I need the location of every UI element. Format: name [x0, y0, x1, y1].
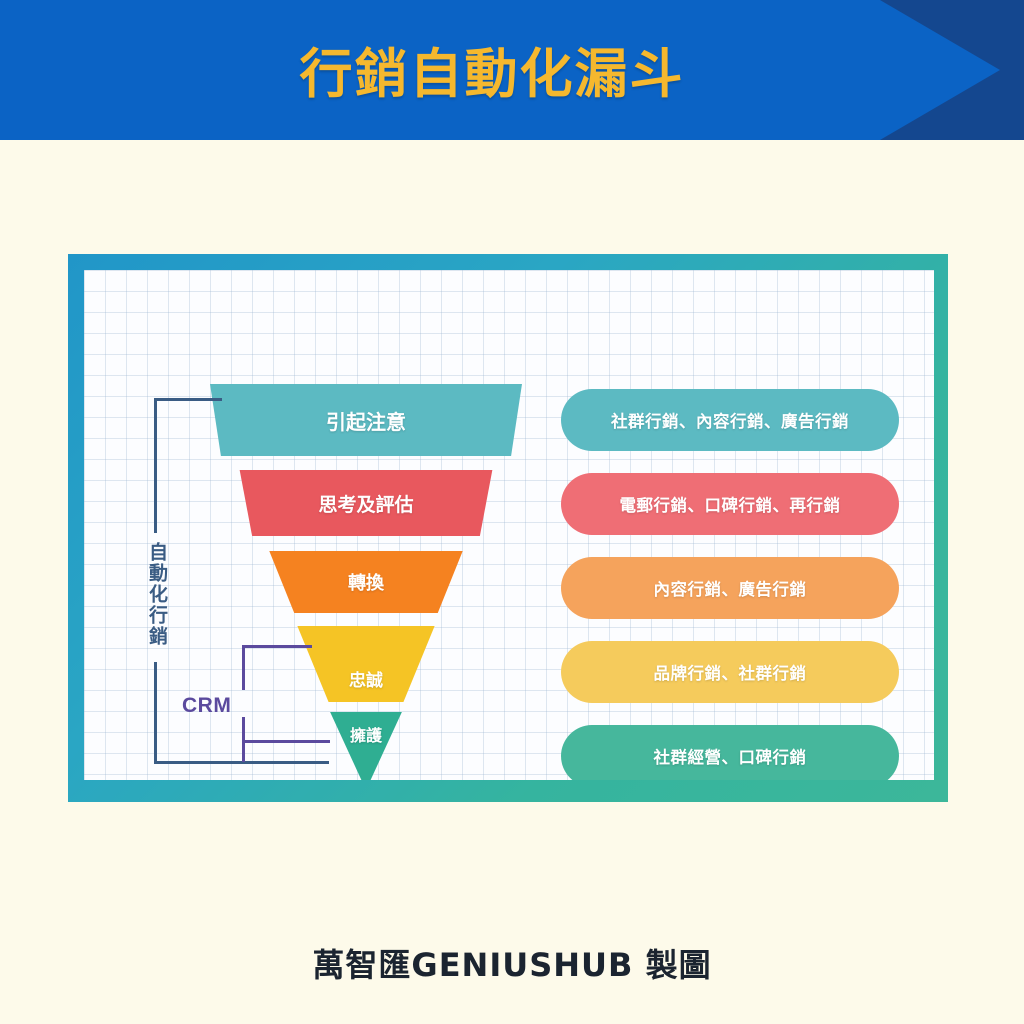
channel-pill-consideration[interactable]: 電郵行銷、口碑行銷、再行銷	[561, 473, 899, 535]
marketing-funnel: 引起注意 思考及評估 轉換 忠誠 擁護	[84, 270, 934, 780]
funnel-stage-advocacy[interactable]: 擁護	[210, 712, 522, 780]
automation-bracket-top-arm	[154, 398, 222, 401]
crm-bracket-top-arm	[242, 645, 312, 648]
funnel-stage-label: 思考及評估	[318, 493, 414, 516]
funnel-stage-label: 引起注意	[326, 409, 406, 434]
funnel-stage-conversion[interactable]: 轉換	[210, 551, 522, 613]
header-banner: 行銷自動化漏斗	[0, 0, 1024, 140]
automation-bracket-lower-spine	[154, 662, 157, 764]
funnel-stage-loyalty[interactable]: 忠誠	[210, 626, 522, 702]
channel-pill-label: 社群經營、口碑行銷	[653, 748, 807, 767]
diagram-card: 引起注意 思考及評估 轉換 忠誠 擁護 社群行銷、內容行銷、廣告行銷	[68, 254, 948, 802]
funnel-stage-awareness[interactable]: 引起注意	[210, 384, 522, 456]
funnel-shape	[239, 470, 493, 536]
crm-bracket-lower-spine	[242, 717, 245, 762]
funnel-stage-label: 擁護	[349, 726, 382, 745]
channel-pill-label: 電郵行銷、口碑行銷、再行銷	[619, 496, 841, 515]
channel-pill-conversion[interactable]: 內容行銷、廣告行銷	[561, 557, 899, 619]
automation-bracket-label: 自動化行銷	[146, 542, 168, 647]
channel-pill-awareness[interactable]: 社群行銷、內容行銷、廣告行銷	[561, 389, 899, 451]
channel-pill-label: 內容行銷、廣告行銷	[653, 580, 807, 599]
funnel-shape	[269, 551, 463, 613]
footer-credit: 萬智匯GENIUSHUB 製圖	[312, 946, 712, 984]
crm-bracket-upper-spine	[242, 645, 245, 690]
channel-pill-label: 社群行銷、內容行銷、廣告行銷	[611, 412, 849, 431]
page-title: 行銷自動化漏斗	[299, 44, 685, 105]
channel-pill-loyalty[interactable]: 品牌行銷、社群行銷	[561, 641, 899, 703]
automation-bracket-bottom-arm	[154, 761, 329, 764]
funnel-stage-label: 忠誠	[349, 670, 383, 691]
funnel-stage-consideration[interactable]: 思考及評估	[210, 470, 522, 536]
funnel-stage-label: 轉換	[348, 573, 384, 594]
channel-pill-advocacy[interactable]: 社群經營、口碑行銷	[561, 725, 899, 780]
crm-bracket-bottom-arm	[242, 740, 330, 743]
automation-bracket-upper-spine	[154, 398, 157, 533]
channel-pill-label: 品牌行銷、社群行銷	[653, 664, 807, 683]
grid-paper-panel: 引起注意 思考及評估 轉換 忠誠 擁護 社群行銷、內容行銷、廣告行銷	[84, 270, 934, 780]
header-arrow-shape	[0, 0, 1000, 140]
crm-bracket-label: CRM	[182, 694, 232, 717]
